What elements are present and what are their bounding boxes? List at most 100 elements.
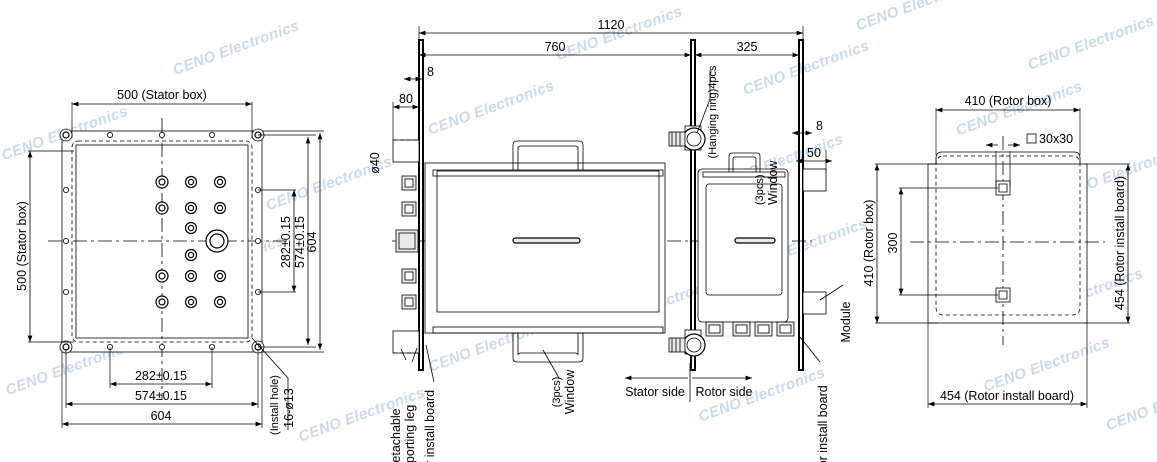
watermark-text: CENO Electronics [981,334,1112,396]
rotor-install-board [798,39,804,371]
detachable-label: Detachable [389,408,403,462]
watermark-text: CENO Electronics [854,0,985,34]
install-hole [59,128,73,142]
dimension-label: 80 [399,92,413,106]
stator-install-board-label: Stator install board [423,390,437,462]
side-indicator: Stator side Rotor side [625,363,753,402]
dimension-label: 760 [545,40,566,54]
connector [732,321,751,337]
watermark-text: CENO Electronics [741,37,872,99]
watermark-text: CENO Electronics [426,77,557,139]
connector-hole [213,269,227,283]
connector-hole [155,201,169,215]
dimension-rotor-box-height: 410 (Rotor box) [862,163,938,324]
connector [401,201,417,217]
supporting-leg-callout: Supporting leg [403,347,418,462]
dimension-label: 574±0.15 [135,389,187,403]
install-hole [158,131,165,138]
rotor-top-edge [702,171,786,178]
handle-top-stator [512,140,584,170]
install-hole [107,131,114,138]
window-slot-stator [512,237,581,244]
install-hole [158,343,165,350]
connector-hole [184,175,198,189]
dimension-label: 574±0.15 [293,216,307,268]
connector [705,321,724,337]
window-callout-stator: Window (3pcs) [542,349,577,414]
connector [754,321,773,337]
connector-hole [213,295,227,309]
square-size-label: 30x30 [1039,132,1073,146]
dimension-label: 604 [305,232,319,253]
hole-note-label: (Install hole) [269,375,281,435]
dimension-plate-8-right: 8 [792,110,823,140]
module-label: Module [839,301,853,342]
hanging-ring-top-left [668,127,706,151]
right-view-rotor-box: 30x30 410 (Rotor box) 410 (Rotor box) 30… [862,94,1131,408]
dimension-label: 8 [816,119,823,133]
window-label: Window [766,160,780,205]
dimension-label: 325 [737,40,758,54]
dimension-right-stack: 282±0.15 574±0.15 604 [258,130,324,353]
rotor-install-board-label: Rotor install board [816,385,830,462]
connector-hole-matrix [155,175,229,309]
dimension-overall-1120: 1120 [418,18,804,45]
dimension-label: 282±0.15 [135,369,187,383]
install-hole [63,186,70,193]
supporting-leg-top [392,139,420,163]
left-view-stator-box: 500 (Stator box) 500 (Stator box) 282±0.… [15,88,324,435]
dimension-label: 500 (Stator box) [15,201,29,291]
dimension-bottom-stack: 282±0.15 574±0.15 604 [61,347,263,428]
connector-group-rotor [705,321,795,337]
connector-hole [155,175,169,189]
connector-hole [155,269,169,283]
stator-install-plate-outline [61,130,263,353]
connector-hole [184,269,198,283]
rotor-install-board-callout: Rotor install board [799,336,830,462]
connector-hole [184,221,198,235]
hole-count-label: 16-ø13 [282,388,296,428]
install-hole [63,288,70,295]
connector-hole [213,175,227,189]
square-mount-top [995,180,1011,196]
dimension-label: ø40 [368,152,382,174]
rotor-window-frame [705,183,783,296]
connector-hole [155,295,169,309]
rotor-box-top-profile [935,151,1081,164]
install-hole [208,131,215,138]
connector-large [395,229,419,253]
dimension-install-board-width: 454 (Rotor install board) [927,323,1088,408]
connector [776,321,795,337]
module-block-bottom [802,291,827,315]
stator-install-board [418,39,424,371]
square-symbol-icon [1026,133,1037,144]
dimension-rotor-325: 325 [694,40,800,62]
supporting-leg-bottom [392,330,420,354]
dimension-label: 604 [151,409,172,423]
square-size-callout: 30x30 [986,132,1073,186]
connector [401,268,417,284]
dimension-label: 410 (Rotor box) [965,94,1052,108]
connector-hole [184,201,198,215]
connector-hole [184,248,198,262]
dimension-stator-box-height: 500 (Stator box) [15,150,74,343]
module-callout: Module [819,284,853,343]
watermark-text: CENO Electronics [171,17,302,79]
window-slot-rotor [734,237,776,244]
dimension-label: 282±0.15 [279,216,293,268]
dimension-label: 500 (Stator box) [117,88,207,102]
dimension-label: 454 (Rotor install board) [1113,176,1127,310]
dimension-shaft-40: ø40 [368,152,382,174]
dimension-inner-300: 300 [886,187,998,296]
stator-top-edge [432,169,664,177]
handle-bottom-stator [512,333,584,363]
install-hole-group [59,128,265,354]
connector-hole [213,201,227,215]
connector [401,294,417,310]
watermark-text: CENO Electronics [1026,12,1157,74]
dimension-label: 50 [807,146,821,160]
dimension-label: 454 (Rotor install board) [940,389,1074,403]
square-mount-bottom [995,287,1011,303]
